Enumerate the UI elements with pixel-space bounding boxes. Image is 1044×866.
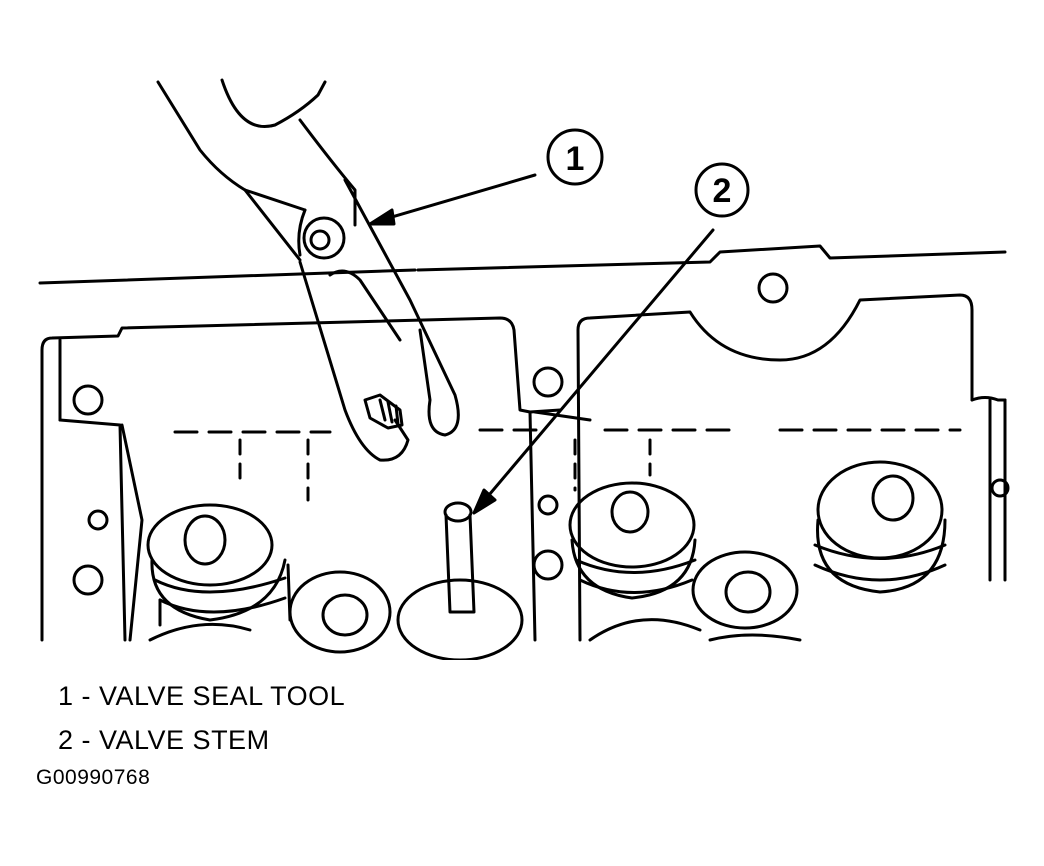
legend-item-valve-seal-tool: 1 - VALVE SEAL TOOL (58, 681, 346, 711)
valve-spring-center (568, 481, 697, 600)
callout-arrowhead-2 (472, 488, 497, 515)
figure-id: G00990768 (36, 766, 151, 789)
callout-number-1: 1 (566, 140, 585, 178)
valve-seal-tool (156, 78, 460, 462)
callout-number-2: 2 (713, 172, 732, 210)
callout-circle-2 (694, 162, 750, 218)
legend: 1 - VALVE SEAL TOOL 2 - VALVE STEM (58, 674, 345, 762)
valve-stem (443, 501, 476, 614)
callout-circle-1 (546, 128, 604, 186)
callout-leader-1 (373, 173, 537, 224)
valve-spring-left (146, 503, 292, 627)
legend-item-valve-stem: 2 - VALVE STEM (58, 725, 270, 755)
cylinder-head (38, 244, 1010, 642)
valve-ports (148, 550, 802, 660)
valve-spring-right (813, 460, 947, 594)
callout-leader-2 (476, 228, 715, 510)
callout-arrowhead-1 (368, 208, 396, 226)
valve-seal-installation-illustration: 1 2 (38, 78, 1010, 660)
